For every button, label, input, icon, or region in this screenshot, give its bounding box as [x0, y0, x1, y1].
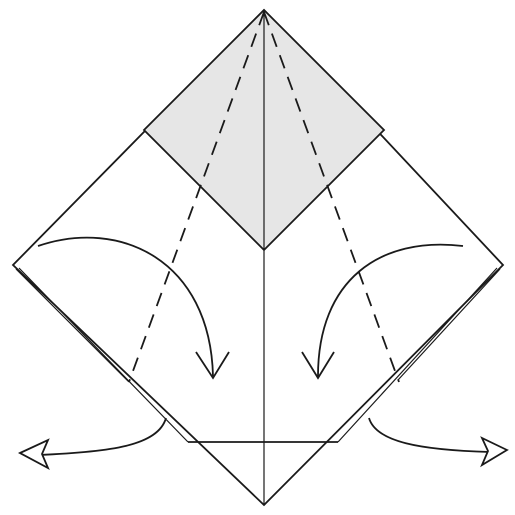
right-unfold-arrow	[368, 417, 509, 468]
right-valley-fold	[263, 11, 400, 383]
left-fold-arrow	[37, 236, 230, 380]
left-valley-fold	[128, 11, 265, 383]
left-unfold-arrow	[17, 417, 167, 471]
right-fold-arrow	[301, 243, 464, 380]
